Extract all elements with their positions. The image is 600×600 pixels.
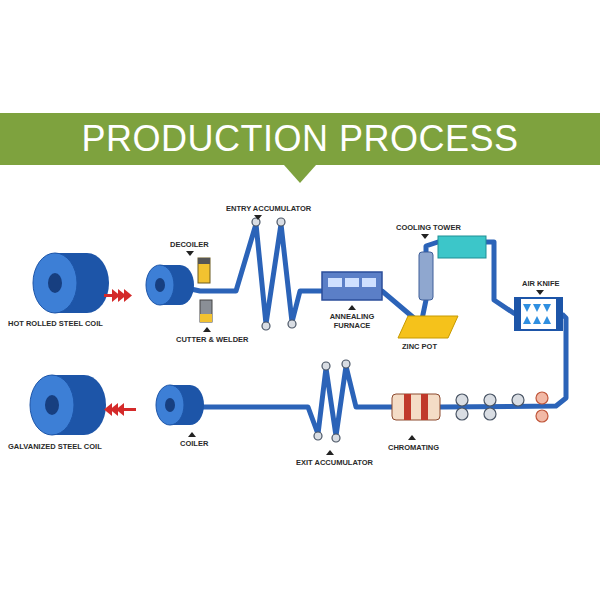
part-label: COOLING TOWER [396,224,461,233]
coiler-coil [156,385,204,425]
cooling-tower [438,236,486,258]
part-label: COILER [180,440,208,449]
pointer-marks [186,215,544,455]
decoiler-unit [198,258,210,283]
galvanized-coil [30,375,106,435]
cooling-column [419,252,433,300]
annealing-furnace [322,272,382,300]
part-label: ZINC POT [402,343,437,352]
title-banner [0,113,600,165]
part-label: EXIT ACCUMULATOR [296,459,373,468]
part-label: ANNEALING FURNACE [322,313,382,330]
part-label: GALVANIZED STEEL COIL [8,443,102,452]
part-label: CHROMATING [388,444,439,453]
zinc-pot [398,316,458,338]
part-label: CUTTER & WELDER [176,336,249,345]
roller-group [252,218,524,442]
cutter-unit [200,300,212,322]
part-label: ENTRY ACCUMULATOR [226,205,311,214]
air-knife [515,298,562,330]
decoiler-coil [146,265,194,305]
part-label: DECOILER [170,241,209,250]
banner-title: PRODUCTION PROCESS [0,113,600,165]
part-label: AIR KNIFE [522,280,560,289]
part-label: HOT ROLLED STEEL COIL [8,320,103,329]
banner-notch [284,165,316,183]
hot-rolled-coil [33,253,109,313]
steel-strip [168,224,566,436]
chromating-unit [392,394,440,420]
pinch-rollers [536,392,548,422]
flow-arrows [104,289,136,416]
